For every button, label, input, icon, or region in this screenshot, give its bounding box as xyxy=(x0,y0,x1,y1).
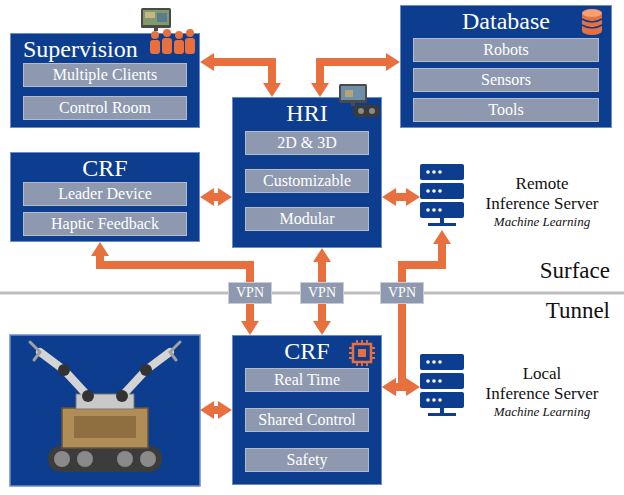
chip-icon xyxy=(349,340,375,366)
data-link xyxy=(200,53,281,97)
arrow-head xyxy=(382,188,396,206)
arrow-head xyxy=(241,321,259,335)
supervision-icon xyxy=(139,8,195,54)
arrow-head xyxy=(386,53,400,71)
feature-box: Multiple Clients xyxy=(23,63,187,87)
arrow-head xyxy=(382,378,396,396)
robot-illustration xyxy=(30,342,180,472)
feature-label: Haptic Feedback xyxy=(28,214,182,234)
data-link xyxy=(200,188,232,206)
feature-label: 2D & 3D xyxy=(250,133,364,153)
feature-label: Tools xyxy=(418,100,594,120)
feature-box: Safety xyxy=(245,448,369,472)
server-name: Remote Inference Server xyxy=(472,174,612,214)
link-line xyxy=(395,383,407,391)
database-icon xyxy=(581,8,603,36)
feature-label: Multiple Clients xyxy=(28,65,182,85)
data-link xyxy=(382,188,420,206)
feature-box: Control Room xyxy=(23,96,187,120)
link-line xyxy=(320,62,387,84)
feature-box: Tools xyxy=(413,98,599,122)
vpn-label: VPN xyxy=(380,282,424,304)
feature-box: Robots xyxy=(413,38,599,62)
arrow-head xyxy=(218,188,232,206)
robot-panel xyxy=(10,335,200,486)
data-link xyxy=(382,378,420,396)
feature-label: Shared Control xyxy=(250,410,364,430)
arrow-head xyxy=(433,230,451,244)
feature-box: Shared Control xyxy=(245,408,369,432)
feature-label: Safety xyxy=(250,450,364,470)
system-box: HRI 2D & 3D CustomizableModular xyxy=(232,97,382,248)
feature-box: Haptic Feedback xyxy=(23,212,187,236)
arrow-head xyxy=(91,242,109,256)
box-title: CRF xyxy=(245,338,369,365)
feature-label: Real Time xyxy=(250,370,364,390)
box-title: Database xyxy=(413,8,599,35)
arrow-head xyxy=(406,188,420,206)
link-line xyxy=(213,62,272,84)
server-subtitle: Machine Learning xyxy=(472,214,612,230)
arrow-head xyxy=(200,53,214,71)
system-box: CRFLeader DeviceHaptic Feedback xyxy=(10,152,200,242)
feature-box: Modular xyxy=(245,207,369,231)
feature-box: Customizable xyxy=(245,169,369,193)
feature-label: Modular xyxy=(250,209,364,229)
box-title: Supervision xyxy=(23,36,187,63)
arrow-head xyxy=(382,378,396,396)
system-box: DatabaseRobotsSensorsTools xyxy=(400,5,612,128)
feature-label: Customizable xyxy=(250,171,364,191)
hri-icon xyxy=(339,84,381,118)
arrow-head xyxy=(313,248,331,262)
server-node: Remote Inference ServerMachine Learning xyxy=(420,160,612,230)
feature-label: Control Room xyxy=(28,98,182,118)
feature-label: Sensors xyxy=(418,70,594,90)
arrow-head xyxy=(200,188,214,206)
system-box: CRF Real TimeShared ControlSafety xyxy=(232,335,382,485)
vpn-label: VPN xyxy=(300,282,344,304)
level-label: Tunnel xyxy=(546,298,610,324)
feature-label: Robots xyxy=(418,40,594,60)
feature-box: Real Time xyxy=(245,368,369,392)
server-name: Local Inference Server xyxy=(472,364,612,404)
level-label: Surface xyxy=(540,258,610,284)
arrow-head xyxy=(263,83,281,97)
robot-link-arrow xyxy=(200,401,232,419)
data-link xyxy=(382,230,451,396)
arrow-head xyxy=(311,83,329,97)
feature-label: Leader Device xyxy=(28,184,182,204)
feature-box: Sensors xyxy=(413,68,599,92)
link-line xyxy=(395,193,407,201)
server-node: Local Inference ServerMachine Learning xyxy=(420,350,612,420)
arrow-head xyxy=(313,321,331,335)
feature-box: Leader Device xyxy=(23,182,187,206)
server-icon xyxy=(420,164,464,226)
arrow-head xyxy=(406,378,420,396)
box-title: CRF xyxy=(23,155,187,182)
feature-box: 2D & 3D xyxy=(245,131,369,155)
box-title: HRI xyxy=(245,100,369,127)
vpn-label: VPN xyxy=(228,282,272,304)
system-box: SupervisionMultiple ClientsControl Room xyxy=(10,33,200,128)
server-subtitle: Machine Learning xyxy=(472,404,612,420)
server-icon xyxy=(420,354,464,416)
